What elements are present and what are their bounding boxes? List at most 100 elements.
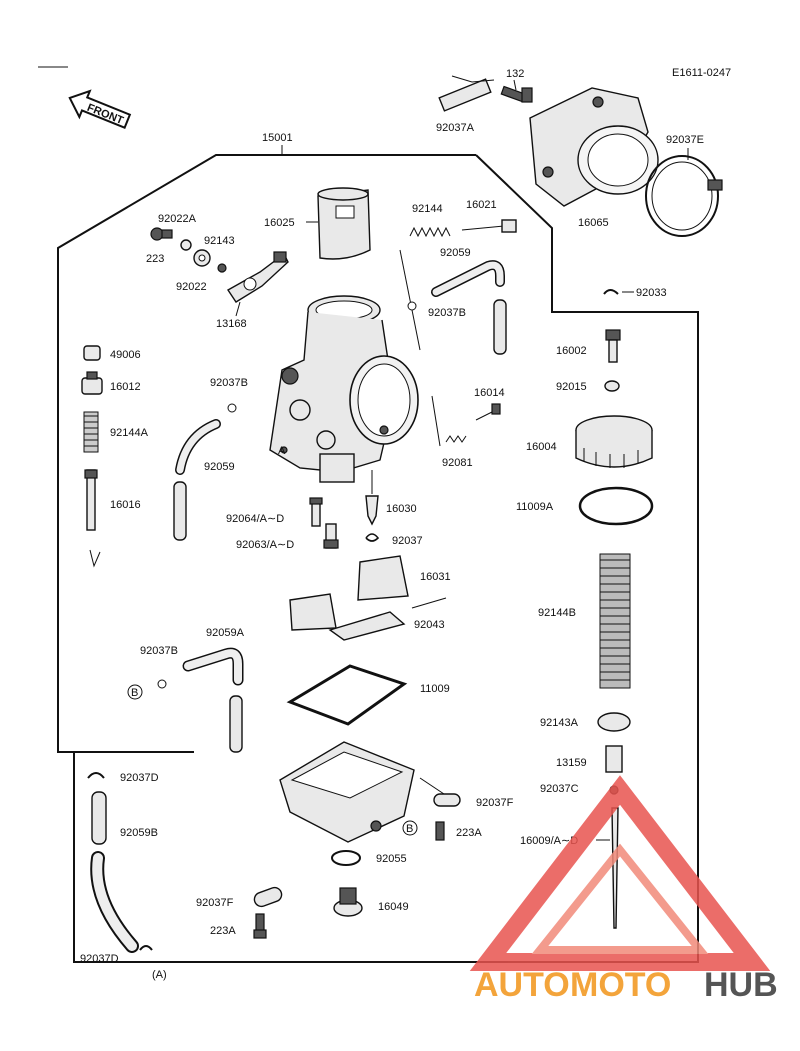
holder-13159 (605, 745, 623, 773)
assembly-frame (57, 154, 699, 963)
screw-16021 (461, 219, 517, 233)
label-92143A: 92143A (540, 717, 579, 729)
label-92037B-mid: 92037B (210, 377, 248, 389)
label-92059-mid: 92059 (204, 461, 235, 473)
clip-92037B-lower (157, 679, 167, 689)
svg-text:AUTO: AUTO (474, 966, 570, 1004)
label-16004: 16004 (526, 441, 557, 453)
label-16014: 16014 (474, 387, 505, 399)
watermark-text: AUTO MOTO HUB (474, 966, 778, 1004)
hose-92059-upper (431, 260, 507, 355)
clip-92037A (438, 78, 492, 112)
label-16025: 16025 (264, 217, 295, 229)
label-92037F-lower: 92037F (196, 897, 234, 909)
label-16016: 16016 (110, 499, 141, 511)
plunger-16016 (84, 469, 98, 531)
mark-B-1: B (131, 687, 138, 699)
nut-16012 (81, 371, 103, 395)
spring-92144 (409, 226, 451, 238)
clip-92037F-lower (253, 886, 283, 908)
label-92059-upper: 92059 (440, 247, 471, 259)
carburetor-body (269, 295, 419, 483)
washer-92022A (180, 239, 192, 251)
plug-16049 (333, 887, 363, 917)
label-16031: 16031 (420, 571, 451, 583)
jet-92064 (309, 497, 323, 527)
label-92143-top: 92143 (204, 235, 235, 247)
label-92037E: 92037E (666, 134, 704, 146)
label-223A-right: 223A (456, 827, 482, 839)
clip-92037B-upper (407, 301, 417, 311)
screw-223A-right (435, 821, 445, 841)
mark-A-body: A (278, 445, 286, 457)
jet-92063 (323, 523, 339, 549)
label-223A-lower: 223A (210, 925, 236, 937)
label-16009: 16009/A∼D (520, 835, 578, 847)
label-92037D-lower: 92037D (80, 953, 119, 965)
label-92037B-upper: 92037B (428, 307, 466, 319)
clip-92037F-upper (433, 793, 461, 807)
jet-16030 (365, 495, 379, 526)
cap-16004 (575, 415, 653, 468)
label-16002: 16002 (556, 345, 587, 357)
label-92081: 92081 (442, 457, 473, 469)
mark-B-circle-1 (127, 684, 143, 700)
label-16012: 16012 (110, 381, 141, 393)
label-92022A: 92022A (158, 213, 197, 225)
diagram-code: E1611-0247 (672, 67, 731, 79)
label-16049: 16049 (378, 901, 409, 913)
hose-92059B (90, 791, 139, 953)
label-92037A: 92037A (436, 122, 475, 134)
label-92015: 92015 (556, 381, 587, 393)
label-92144A: 92144A (110, 427, 149, 439)
label-13168: 13168 (216, 318, 247, 330)
label-11009: 11009 (420, 683, 450, 695)
watermark-logo-icon (469, 775, 771, 971)
label-15001: 15001 (262, 132, 293, 144)
label-49006: 49006 (110, 349, 141, 361)
label-92059B: 92059B (120, 827, 158, 839)
float-16031 (289, 555, 409, 641)
oring-92055 (331, 850, 361, 866)
label-223-top: 223 (146, 253, 164, 265)
screw-223A-lower (253, 913, 267, 939)
spring-92144B (599, 553, 631, 689)
screw-16002 (605, 329, 621, 363)
clip-92037 (365, 533, 380, 542)
oring-92015 (604, 380, 620, 392)
label-11009A: 11009A (516, 501, 554, 513)
pin-92043 (411, 597, 447, 609)
float-bowl (279, 741, 415, 843)
label-92037C: 92037C (540, 783, 579, 795)
washer-92143 (217, 263, 227, 273)
label-16021: 16021 (466, 199, 497, 211)
lever-13168 (226, 251, 289, 303)
label-92037B-lower: 92037B (140, 645, 178, 657)
gasket-11009 (286, 664, 408, 726)
label-92037F-upper: 92037F (476, 797, 514, 809)
label-92037: 92037 (392, 535, 423, 547)
clip-92037B-mid (227, 403, 237, 413)
label-92033: 92033 (636, 287, 667, 299)
clip-92033 (603, 289, 619, 295)
seat-92143A (597, 712, 631, 732)
needle-16009 (611, 807, 619, 929)
svg-text:MOTO: MOTO (570, 966, 671, 1004)
front-arrow-icon: FRONT (68, 89, 132, 129)
hose-92059A (182, 647, 244, 753)
hose-92059-mid (173, 419, 221, 541)
spring-92144A (83, 411, 99, 453)
throttle-valve-16025 (317, 187, 371, 260)
label-92055: 92055 (376, 853, 407, 865)
screw-223 (150, 227, 173, 241)
bolt-132 (500, 85, 533, 103)
label-92043: 92043 (414, 619, 445, 631)
washer-92022 (193, 249, 211, 267)
svg-text:HUB: HUB (704, 966, 778, 1004)
clip-92037D-lower (139, 945, 153, 951)
label-92022: 92022 (176, 281, 207, 293)
label-92064: 92064/A∼D (226, 513, 284, 525)
label-13159: 13159 (556, 757, 587, 769)
